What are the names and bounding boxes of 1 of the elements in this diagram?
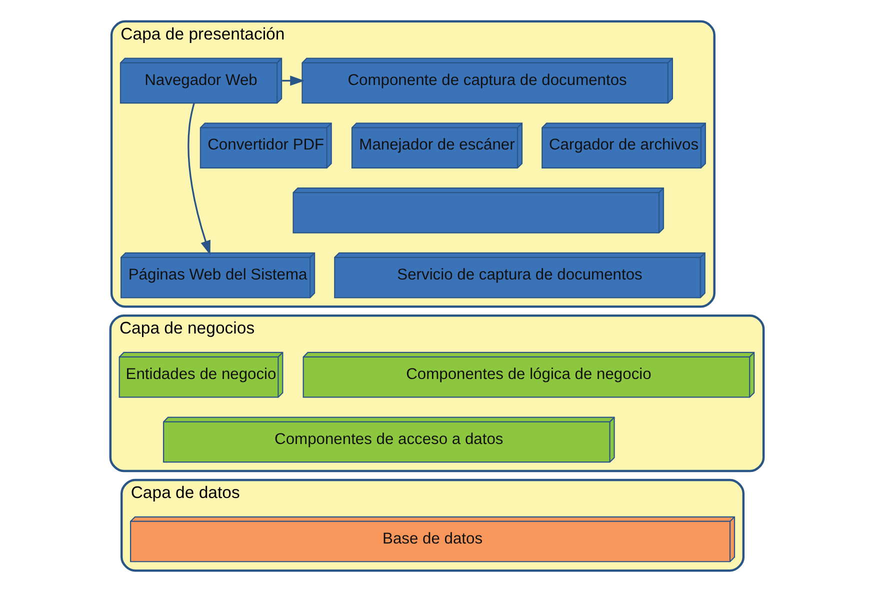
arrow [187, 102, 210, 256]
